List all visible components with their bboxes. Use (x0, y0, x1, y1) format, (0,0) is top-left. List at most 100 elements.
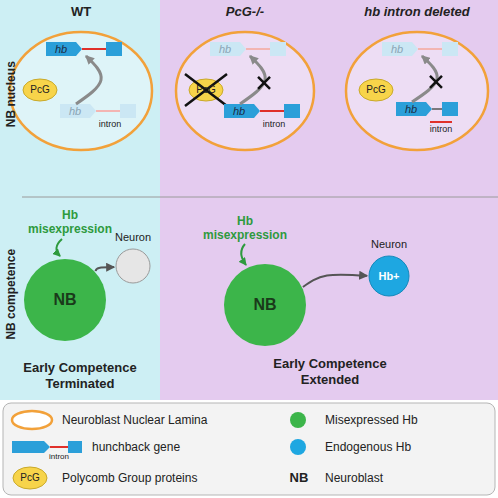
intron-line (246, 48, 270, 50)
neuron-body (369, 256, 409, 296)
intron-line (260, 110, 284, 112)
gene-sample-intron (50, 446, 68, 448)
exon-box (442, 102, 458, 116)
outcome-label: Early Competence Extended (265, 356, 395, 387)
legend-text: Neuroblast Nuclear Lamina (62, 412, 232, 428)
pcg-protein: PcG (358, 78, 394, 102)
row-divider (22, 197, 498, 198)
neuroblast-body (224, 264, 306, 346)
genotype-heading: PcG-/- (174, 4, 316, 20)
gene-sample-exon (12, 441, 50, 453)
marker-label: Hb+ (368, 255, 410, 297)
gene-joint (432, 108, 442, 110)
pcg-label: PcG (13, 471, 47, 485)
lamina-sample (12, 411, 52, 429)
removed-intron (430, 121, 452, 123)
intron-label: intron (425, 124, 457, 135)
nucleus: hbPcGhbintronWT (8, 30, 154, 152)
gene: hb intron (224, 104, 304, 132)
row-label: NB competence (4, 229, 18, 359)
gene: hb intron (396, 102, 476, 138)
legend-box (3, 403, 495, 495)
gene-name: hb (396, 102, 426, 116)
outcome-label: Early Competence Terminated (10, 360, 150, 391)
gene-name: hb (210, 42, 240, 56)
misexpression-label: Hb misexpression (200, 214, 290, 243)
pcg-label: PcG (358, 78, 394, 102)
pcg-label: PcG (22, 78, 58, 102)
legend-text: hunchback gene (92, 439, 262, 455)
legend-swatch (290, 439, 306, 455)
relocation-arrow (412, 56, 437, 102)
neuron-outline (115, 248, 151, 284)
pcg-blob (23, 79, 57, 101)
exon-arrow (382, 42, 418, 56)
nucleus: hbPcGhbintronhb intron deleted (344, 30, 490, 152)
gene-name: hb (60, 104, 90, 118)
neuroblast-body (24, 259, 106, 341)
exon-box (442, 42, 458, 56)
nuclear-lamina (10, 32, 152, 150)
genotype-heading: hb intron deleted (344, 4, 490, 20)
gene: hb intron (60, 104, 140, 132)
cell-label: NB (223, 263, 307, 347)
intron-label: intron (258, 119, 290, 130)
intron-label: intron (94, 119, 126, 130)
intron-line (96, 110, 120, 112)
wt-panel (0, 0, 160, 400)
division-arrow (96, 267, 114, 271)
legend-swatch-frame (288, 410, 308, 430)
exon-arrow (60, 104, 96, 118)
genotype-heading: WT (8, 4, 154, 20)
gene: hb (210, 42, 290, 56)
gene: hb (382, 42, 462, 56)
exon-arrow (46, 42, 82, 56)
gene-sample-exon (68, 441, 82, 453)
pcg-sample (13, 467, 47, 489)
exon-arrow (224, 104, 260, 118)
nuclear-lamina (346, 32, 488, 150)
exon-arrow (210, 42, 246, 56)
intron-line (418, 48, 442, 50)
exon-arrow (396, 102, 432, 116)
block-cross (258, 77, 270, 89)
misexpression-arrow (56, 239, 62, 256)
row-label: NB nucleus (4, 34, 18, 154)
gene-name: hb (382, 42, 412, 56)
gene: hb (46, 42, 126, 56)
pcg-label: PcG (188, 78, 224, 102)
relocation-arrow (240, 56, 265, 104)
gene-name: hb (224, 104, 254, 118)
legend-swatch-frame (288, 437, 308, 457)
pcg-protein: PcG (22, 78, 58, 102)
intron-label: intron (45, 452, 73, 462)
cell-label: NB (23, 258, 107, 342)
relocation-arrow (76, 56, 101, 104)
neuron-circle: Neuron (115, 248, 151, 284)
neuroblast-circle: NB (223, 263, 307, 347)
legend-text: Misexpressed Hb (325, 412, 495, 428)
pcg-protein: PcG (188, 78, 224, 102)
misexpression-arrow (241, 244, 246, 265)
exon-box (106, 42, 122, 56)
block-cross (430, 76, 442, 88)
loss-cross (185, 74, 227, 106)
pcg-blob (359, 79, 393, 101)
neuroblast-circle: NB (23, 258, 107, 342)
nb-abbreviation: NB (286, 470, 312, 486)
gene-name: hb (46, 42, 76, 56)
nucleus: hbPcGhbintronPcG-/- (174, 30, 316, 152)
division-arrow (303, 274, 367, 286)
exon-box (120, 104, 136, 118)
neuron-circle: NeuronHb+ (368, 255, 410, 297)
legend-swatch (290, 412, 306, 428)
nuclear-lamina (176, 32, 314, 150)
exon-box (270, 42, 286, 56)
intron-line (82, 48, 106, 50)
mutant-panel (160, 0, 498, 400)
legend-text: Neuroblast (325, 470, 495, 486)
exon-box (284, 104, 300, 118)
cell-heading: Neuron (354, 238, 424, 251)
